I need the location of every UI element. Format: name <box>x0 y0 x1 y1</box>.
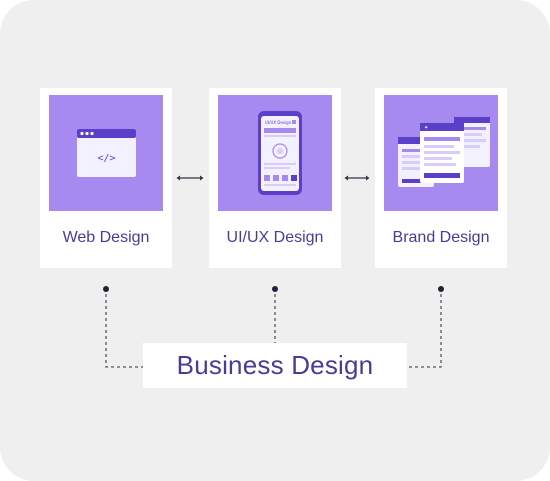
card-label-brand-design: Brand Design <box>392 229 490 246</box>
browser-code-icon: </> <box>77 129 136 177</box>
card-web-design[interactable]: </> Web Design <box>40 88 172 268</box>
card-label-uiux-design: UI/UX Design <box>226 229 324 246</box>
card-uiux-design[interactable]: UI/UX Design UI/UX Design <box>209 88 341 268</box>
card-brand-design[interactable]: ✦ Brand Design <box>375 88 507 268</box>
svg-text:✦: ✦ <box>424 125 428 131</box>
web-design-tile: </> <box>49 95 163 211</box>
mockup-title: UI/UX Design <box>265 120 292 125</box>
stacked-windows-icon: ✦ <box>398 117 490 187</box>
business-design-label: Business Design <box>176 350 374 380</box>
phone-mockup-icon: UI/UX Design <box>258 111 302 195</box>
business-design-box[interactable]: Business Design <box>143 343 407 388</box>
code-glyph: </> <box>97 153 115 164</box>
card-label-web-design: Web Design <box>62 229 150 246</box>
uiux-design-tile: UI/UX Design <box>218 95 332 211</box>
brand-design-tile: ✦ <box>384 95 498 211</box>
